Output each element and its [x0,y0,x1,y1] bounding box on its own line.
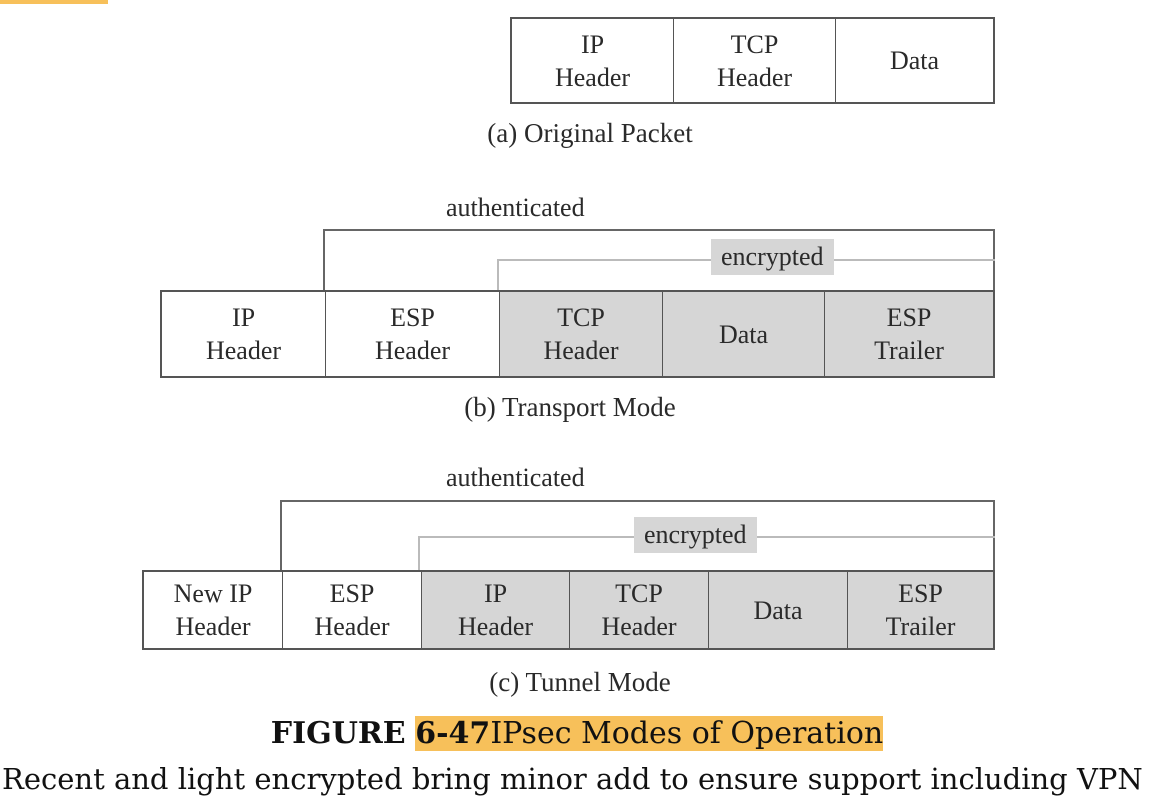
figure-number: 6-47 [415,716,491,751]
transport-esp-header-cell: ESP Header [326,292,500,376]
highlight-mark [0,0,108,4]
transport-packet-row: IP Header ESP Header TCP Header Data ESP… [160,290,995,378]
caption-transport: (b) Transport Mode [464,392,676,422]
transport-auth-bracket-top [323,229,995,231]
tunnel-auth-bracket-top [280,500,995,502]
tunnel-data-cell: Data [709,572,848,648]
transport-authenticated-label: authenticated [446,193,585,222]
figure-label: FIGURE [270,716,406,751]
tunnel-authenticated-label: authenticated [446,463,585,492]
tunnel-tcp-header-cell: TCP Header [570,572,709,648]
body-text-line: Recent and light encrypted bring minor a… [2,762,1143,796]
tunnel-enc-bracket-left [418,536,420,571]
transport-esp-trailer-cell: ESP Trailer [825,292,993,376]
transport-enc-bracket-left [497,259,499,291]
tunnel-encrypted-label: encrypted [634,517,757,553]
tunnel-new-ip-header-cell: New IP Header [144,572,283,648]
transport-auth-bracket-left [323,229,325,291]
original-data-cell: Data [889,46,940,75]
original-tcp-header-cell: TCP Header [674,19,836,102]
tunnel-ip-header-cell: IP Header [422,572,570,648]
tunnel-esp-trailer-cell: ESP Trailer [848,572,993,648]
transport-tcp-header-cell: TCP Header [500,292,663,376]
tunnel-esp-header-cell: ESP Header [283,572,422,648]
caption-original: (a) Original Packet [487,118,693,148]
figure-title-text: IPsec Modes of Operation [490,716,884,751]
tunnel-auth-bracket-right [993,500,995,571]
transport-ip-header-cell: IP Header [162,292,326,376]
original-packet-row: IP Header TCP Header Data [510,17,995,104]
original-ip-header-cell: IP Header [512,19,674,102]
figure-title: FIGURE 6-47IPsec Modes of Operation [0,716,1154,751]
tunnel-packet-row: New IP Header ESP Header IP Header TCP H… [142,570,995,650]
caption-tunnel: (c) Tunnel Mode [489,667,671,697]
transport-data-cell: Data [663,292,825,376]
transport-encrypted-label: encrypted [711,239,834,275]
tunnel-auth-bracket-left [280,500,282,571]
